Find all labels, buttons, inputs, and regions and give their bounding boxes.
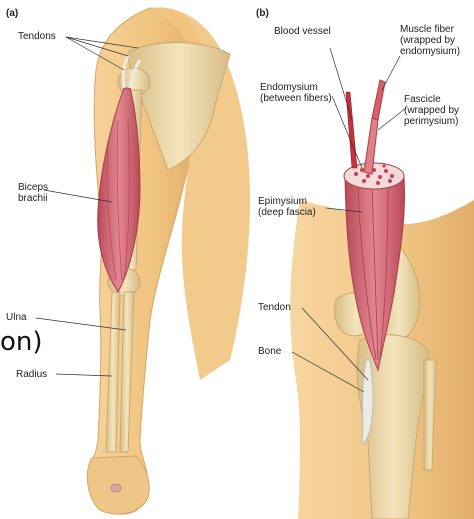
muscle-fiber-strand xyxy=(372,80,385,120)
label-tendon: Tendon xyxy=(258,302,291,313)
label-bone: Bone xyxy=(258,346,281,357)
label-blood-vessel: Blood vessel xyxy=(274,26,331,37)
panel-a-label: (a) xyxy=(6,8,18,19)
label-muscle-fiber: Muscle fiber (wrapped by endomysium) xyxy=(400,24,460,57)
label-biceps-brachii: Biceps brachii xyxy=(18,182,48,204)
label-fascicle: Fascicle (wrapped by perimysium) xyxy=(404,94,459,127)
arm-diagram xyxy=(87,7,250,514)
label-ulna: Ulna xyxy=(6,312,27,323)
muscle-structure-diagram xyxy=(290,80,474,519)
label-endomysium: Endomysium (between fibers) xyxy=(260,82,332,104)
label-tendons: Tendons xyxy=(18,31,56,42)
blood-vessel-strand xyxy=(346,92,357,168)
panel-b-label: (b) xyxy=(256,8,269,19)
label-radius: Radius xyxy=(16,369,47,380)
label-epimysium: Epimysium (deep fascia) xyxy=(258,196,316,218)
overlay-text: on) xyxy=(0,328,43,356)
